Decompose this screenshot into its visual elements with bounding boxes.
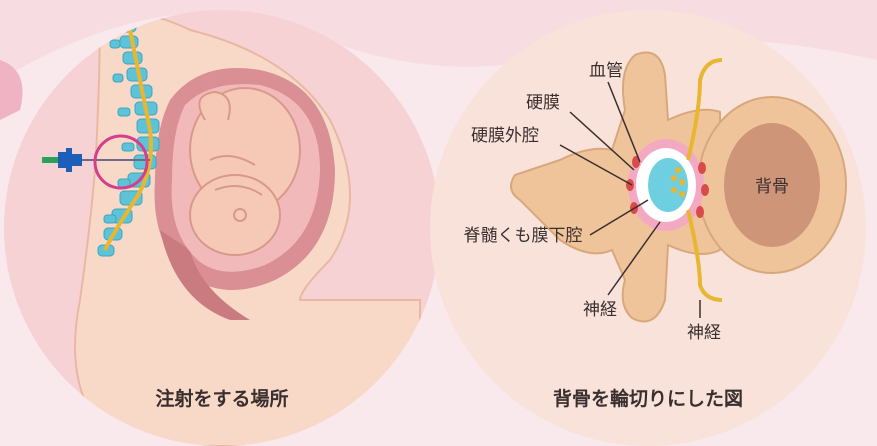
label-nerve-right: 神経 — [687, 323, 721, 343]
label-dura: 硬膜 — [526, 93, 560, 113]
background-petal — [0, 60, 23, 120]
right-panel: 血管 硬膜 硬膜外腔 脊髄くも膜下腔 神経 神経 背骨 背骨を輪切りにした図 — [430, 10, 866, 446]
label-subarachnoid-space: 脊髄くも膜下腔 — [464, 226, 583, 246]
left-panel: 注射をする場所 — [4, 10, 440, 446]
label-nerve-left: 神経 — [583, 300, 617, 320]
left-caption: 注射をする場所 — [155, 387, 288, 410]
label-vertebral-body: 背骨 — [755, 177, 789, 197]
right-caption: 背骨を輪切りにした図 — [553, 387, 743, 410]
label-blood-vessel: 血管 — [589, 61, 623, 81]
label-epidural-space: 硬膜外腔 — [471, 126, 539, 146]
